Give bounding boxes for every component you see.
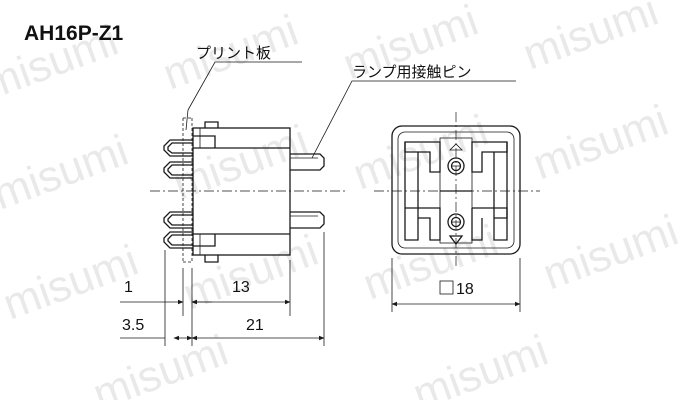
svg-text:misumi: misumi — [537, 206, 685, 300]
label-printed-circuit-board: プリント板 — [196, 44, 271, 62]
watermark: misumi misumi misumi misumi misumi misum… — [0, 0, 684, 400]
svg-text:misumi: misumi — [517, 0, 665, 79]
dim-body-13: 13 — [232, 279, 250, 296]
dimensions: 1 13 3.5 21 18 — [120, 232, 521, 346]
part-number-title: AH16P-Z1 — [24, 22, 124, 45]
dim-offset-3-5: 3.5 — [122, 317, 144, 334]
svg-text:misumi: misumi — [87, 326, 235, 400]
svg-text:misumi: misumi — [177, 226, 325, 320]
svg-text:misumi: misumi — [0, 126, 134, 220]
label-lamp-contact-pin: ランプ用接触ピン — [352, 64, 472, 81]
svg-text:misumi: misumi — [0, 236, 144, 330]
square-symbol-icon — [439, 280, 454, 295]
svg-text:misumi: misumi — [407, 326, 555, 400]
dim-overall-21: 21 — [246, 317, 264, 334]
front-view — [374, 112, 540, 268]
callouts: プリント板 ランプ用接触ピン — [185, 44, 516, 159]
dim-pcb-thickness: 1 — [124, 279, 133, 296]
svg-text:misumi: misumi — [527, 96, 675, 190]
side-view — [150, 117, 345, 263]
dim-square-18: 18 — [456, 281, 474, 298]
